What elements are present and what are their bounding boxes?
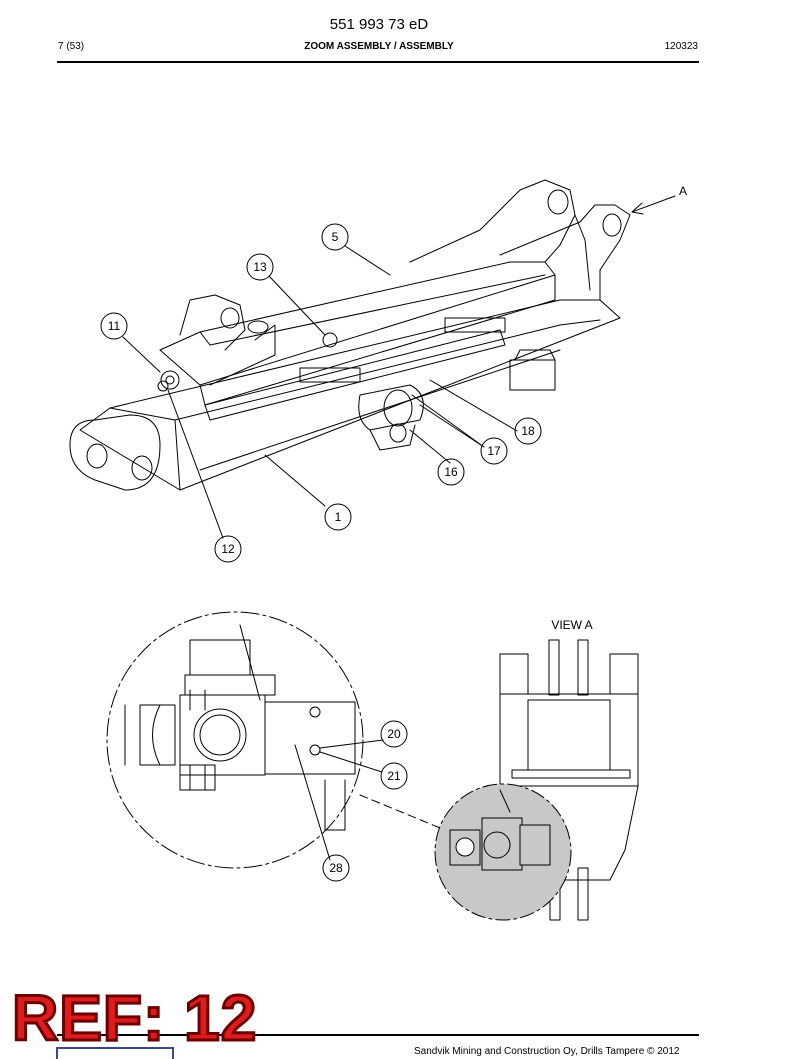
document-number: 551 993 73 eD <box>329 16 429 33</box>
page-number: 7 (53) <box>58 41 85 52</box>
callout-12: 12 <box>221 542 235 556</box>
view-a-drawing <box>434 639 639 921</box>
callout-13: 13 <box>253 260 267 274</box>
document-date: 120323 <box>664 41 698 52</box>
callout-28: 28 <box>329 861 343 875</box>
detail-view <box>106 611 446 869</box>
callout-20: 20 <box>387 727 401 741</box>
view-marker-a: A <box>679 184 687 198</box>
view-a-label: VIEW A <box>551 618 592 632</box>
document-title: ZOOM ASSEMBLY / ASSEMBLY <box>304 41 454 52</box>
footer-rule <box>57 1034 699 1036</box>
callout-17: 17 <box>487 444 501 458</box>
header-rule <box>57 61 699 63</box>
callout-leaders <box>122 245 518 861</box>
ref-stamp: REF: 12 <box>10 982 258 1054</box>
callout-18: 18 <box>521 424 535 438</box>
callout-21: 21 <box>387 769 401 783</box>
callout-circles <box>100 223 542 882</box>
callout-1: 1 <box>335 510 342 524</box>
callout-5: 5 <box>332 230 339 244</box>
callout-11: 11 <box>108 319 121 333</box>
footer-copyright: Sandvik Mining and Construction Oy, Dril… <box>414 1046 680 1057</box>
boom-assembly <box>69 179 676 491</box>
callout-16: 16 <box>444 465 458 479</box>
